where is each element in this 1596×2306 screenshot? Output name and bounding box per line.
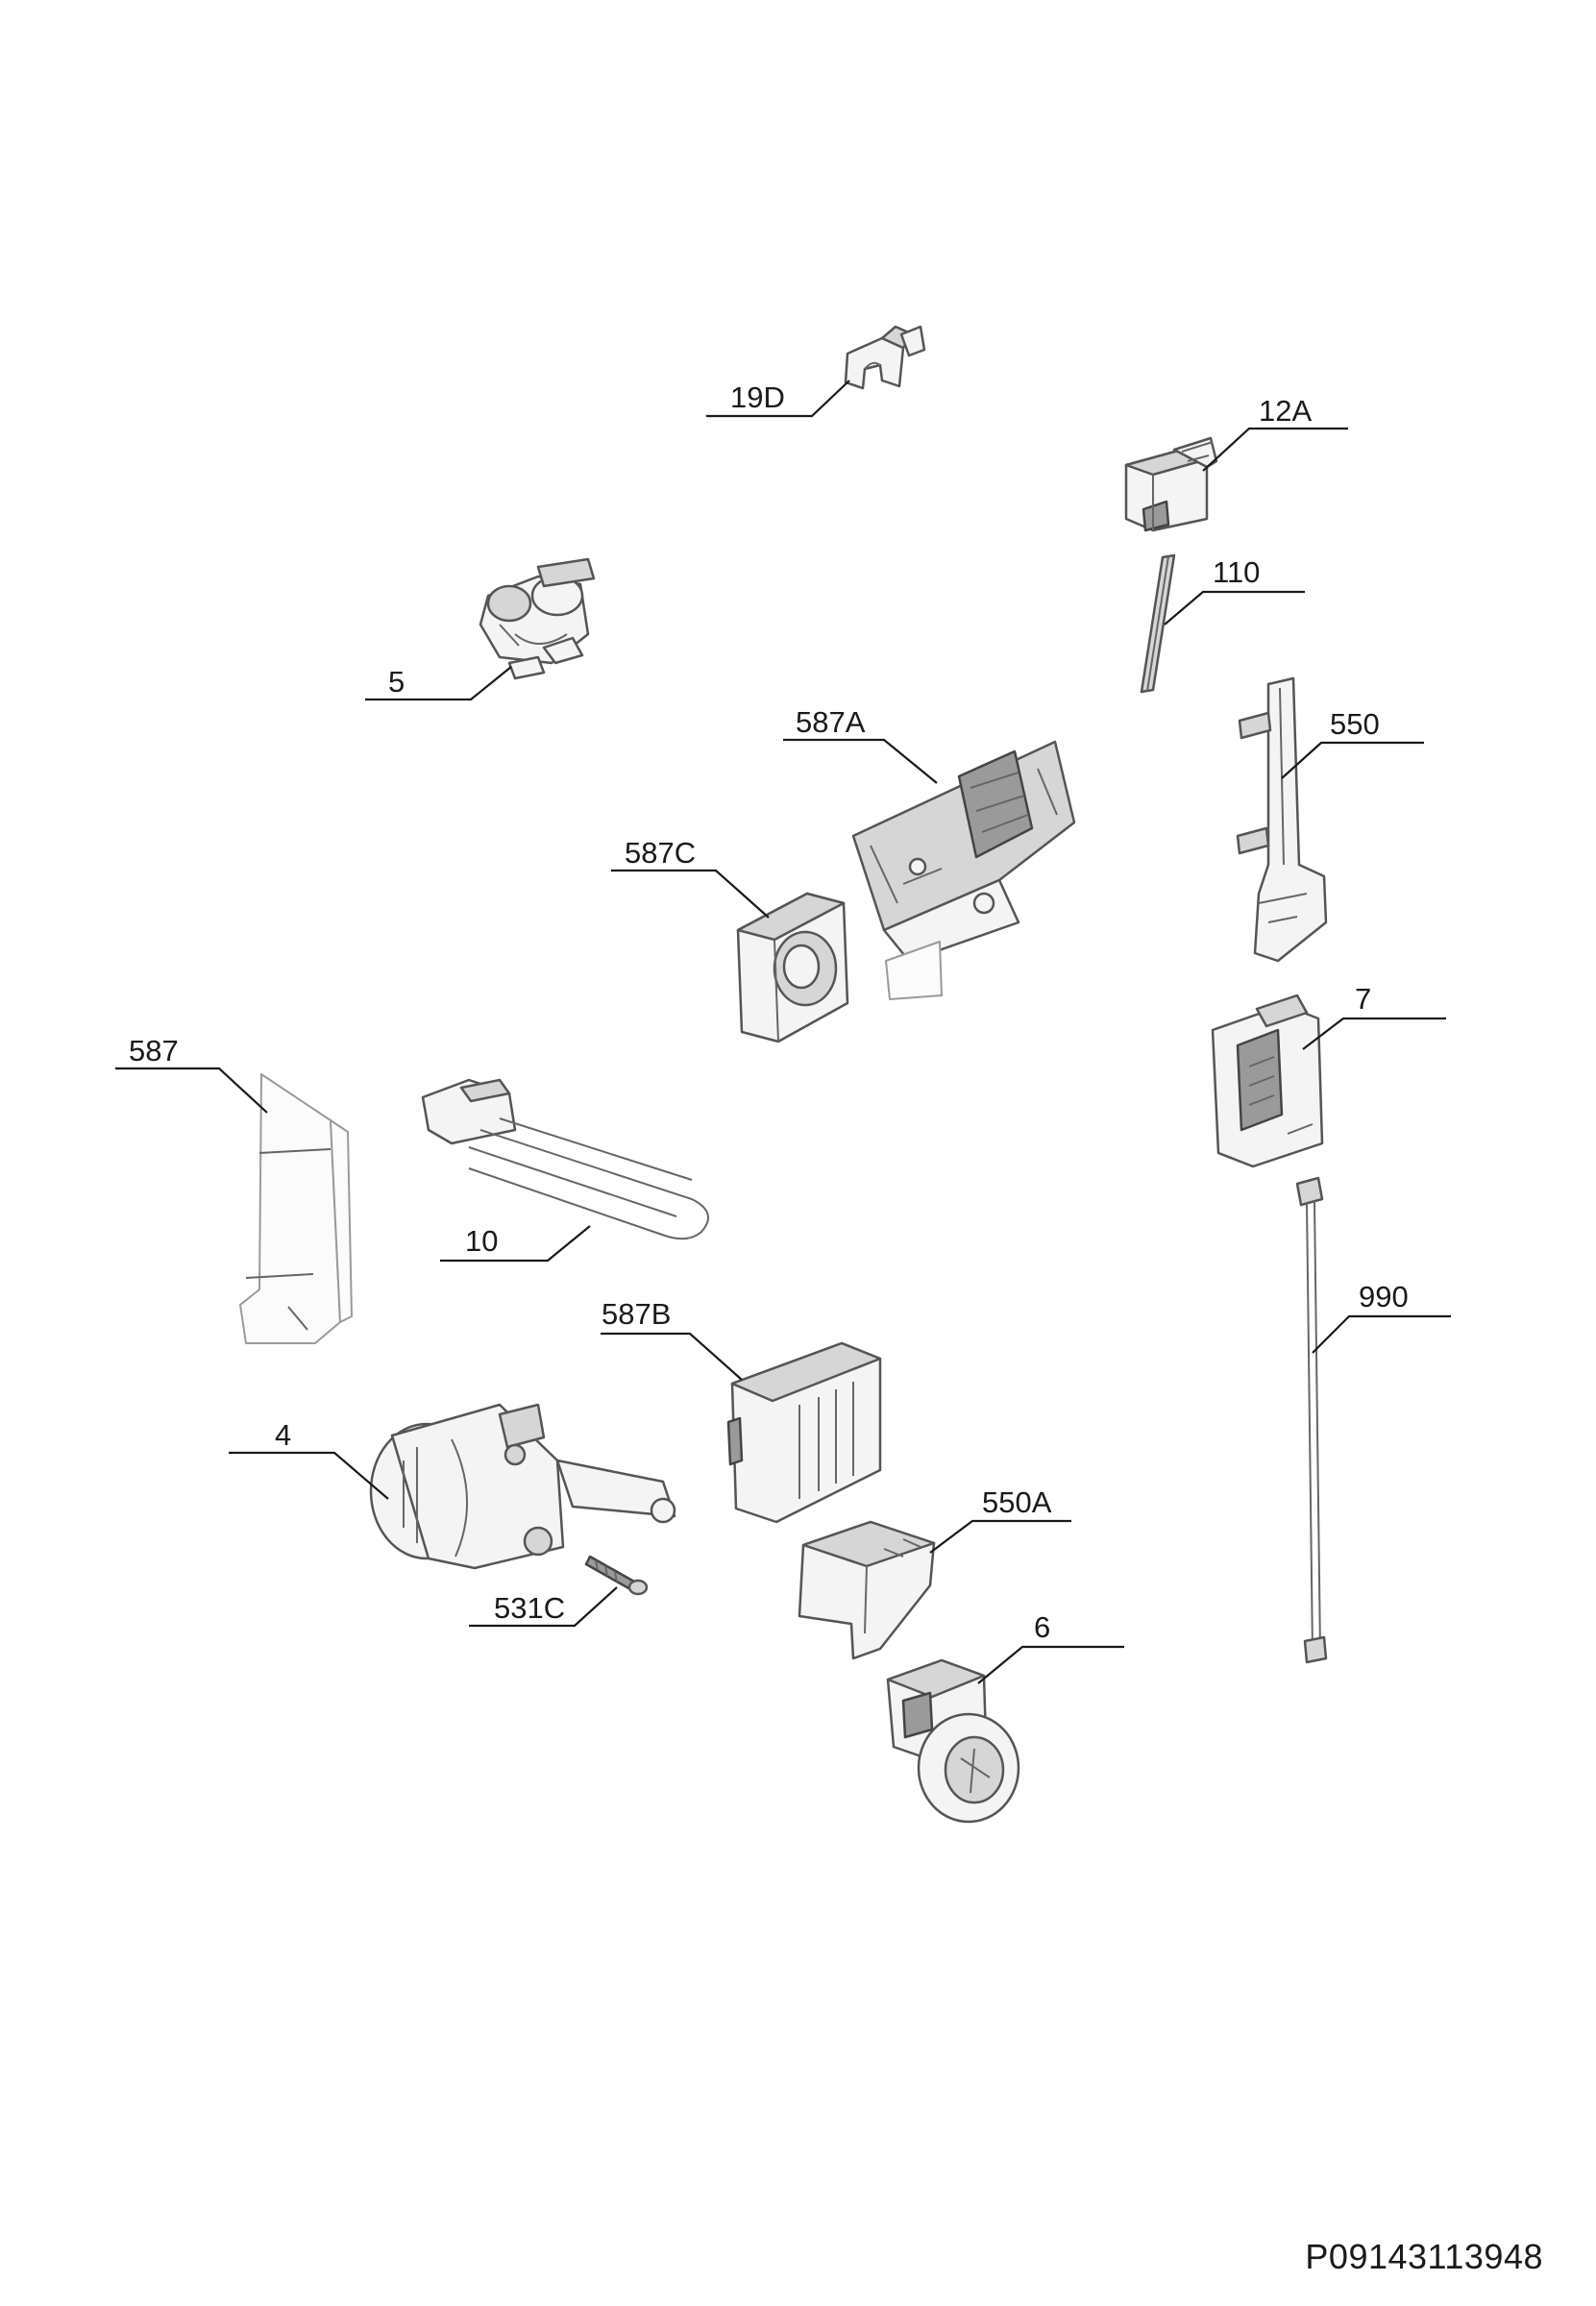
- part-110-drawing: [1140, 553, 1176, 694]
- callout-587B: 587B: [601, 1297, 743, 1381]
- part-550-drawing: [1236, 676, 1328, 963]
- callout-label-6: 6: [1034, 1610, 1050, 1644]
- callout-4: 4: [229, 1418, 389, 1500]
- callout-label-7: 7: [1355, 982, 1371, 1016]
- callout-6: 6: [977, 1610, 1124, 1684]
- callout-10: 10: [440, 1224, 591, 1263]
- part-12A-drawing: [1124, 436, 1218, 532]
- part-587A-drawing: [851, 740, 1076, 1000]
- callout-label-550A: 550A: [982, 1485, 1052, 1519]
- callout-19D: 19D: [706, 380, 850, 418]
- callout-label-5: 5: [388, 665, 405, 699]
- callout-110: 110: [1164, 555, 1305, 626]
- part-6-drawing: [886, 1658, 1020, 1824]
- part-990-drawing: [1295, 1176, 1328, 1664]
- part-7-drawing: [1211, 994, 1324, 1168]
- callout-label-587: 587: [129, 1034, 179, 1067]
- callout-label-587A: 587A: [796, 705, 866, 739]
- callout-label-587B: 587B: [602, 1297, 671, 1331]
- part-587-drawing: [239, 1073, 353, 1344]
- callout-12A: 12A: [1202, 394, 1348, 472]
- callout-label-550: 550: [1330, 707, 1380, 741]
- callout-587C: 587C: [611, 836, 770, 919]
- callout-label-10: 10: [465, 1224, 498, 1258]
- callout-587: 587: [115, 1034, 268, 1114]
- part-587B-drawing: [726, 1341, 882, 1524]
- part-19D-drawing: [844, 325, 926, 390]
- callout-550: 550: [1281, 707, 1424, 779]
- callout-990: 990: [1312, 1280, 1451, 1354]
- part-531C-drawing: [584, 1555, 649, 1596]
- part-10-drawing: [421, 1078, 710, 1240]
- callout-550A: 550A: [929, 1485, 1071, 1554]
- document-code: P09143113948: [1305, 2237, 1543, 2276]
- part-5-drawing: [479, 557, 596, 680]
- callout-label-12A: 12A: [1259, 394, 1312, 428]
- part-4-drawing: [369, 1403, 676, 1570]
- callout-7: 7: [1302, 982, 1446, 1050]
- callout-label-531C: 531C: [494, 1591, 565, 1625]
- callout-5: 5: [365, 665, 512, 701]
- part-550A-drawing: [798, 1520, 936, 1660]
- callout-label-19D: 19D: [730, 380, 785, 414]
- callout-label-4: 4: [275, 1418, 291, 1452]
- callout-label-110: 110: [1213, 555, 1260, 589]
- part-587C-drawing: [736, 892, 849, 1043]
- callout-587A: 587A: [783, 705, 938, 784]
- callout-label-990: 990: [1359, 1280, 1409, 1313]
- callout-531C: 531C: [469, 1586, 618, 1628]
- callout-label-587C: 587C: [625, 836, 696, 870]
